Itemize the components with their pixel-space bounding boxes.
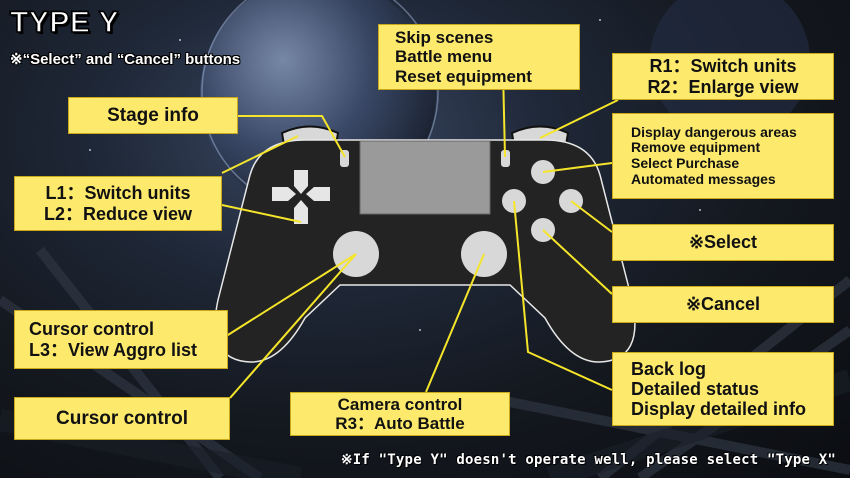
dangerous-areas-text: Display dangerous areas [631, 123, 797, 140]
back-log-text: Back log [631, 358, 707, 379]
l1-l2-label: L1：Switch units L2：Reduce view [14, 176, 222, 231]
select-text: ※Select [688, 232, 758, 253]
dpad [272, 170, 330, 224]
page-subtitle: ※“Select” and “Cancel” buttons [10, 51, 241, 68]
l1-text: L1：Switch units [45, 183, 191, 204]
footnote: ※If "Type Y" doesn't operate well, pleas… [340, 452, 836, 468]
touchpad-label: Skip scenes Battle menu Reset equipment [378, 24, 580, 90]
select-label: ※Select [612, 224, 834, 261]
right-stick-label: Camera control R3：Auto Battle [290, 392, 510, 436]
r1-text: R1：Switch units [649, 56, 797, 77]
skip-scenes-text: Skip scenes [395, 28, 494, 48]
reset-equipment-text: Reset equipment [395, 66, 532, 86]
left-stick-label: Cursor control L3：View Aggro list [14, 310, 228, 369]
l2-text: L2：Reduce view [43, 203, 193, 224]
page-title: TYPE Y [9, 5, 120, 40]
detailed-info-text: Display detailed info [631, 399, 807, 420]
options-button [501, 150, 510, 167]
cancel-text: ※Cancel [685, 294, 761, 315]
share-button [340, 150, 349, 167]
leader-lines [219, 69, 619, 399]
camera-control-text: Camera control [337, 394, 463, 414]
cursor-control-label: Cursor control [14, 397, 230, 440]
r2-text: R2：Enlarge view [647, 76, 799, 97]
select-purchase-text: Select Purchase [631, 155, 740, 171]
cursor-control-text: Cursor control [29, 319, 155, 340]
detailed-status-text: Detailed status [631, 378, 760, 399]
touchpad [359, 140, 491, 215]
stage-info-label: Stage info [68, 97, 238, 134]
l3-text: L3：View Aggro list [29, 339, 198, 360]
stage-info-text: Stage info [107, 104, 199, 126]
cancel-label: ※Cancel [612, 286, 834, 323]
triangle-label: Display dangerous areas Remove equipment… [612, 113, 834, 199]
remove-equipment-text: Remove equipment [631, 139, 761, 156]
square-label: Back log Detailed status Display detaile… [612, 352, 834, 426]
automated-messages-text: Automated messages [631, 170, 776, 187]
battle-menu-text: Battle menu [395, 47, 493, 67]
cursor-control-text-2: Cursor control [56, 407, 188, 429]
r1-r2-label: R1：Switch units R2：Enlarge view [612, 53, 834, 100]
r3-text: R3：Auto Battle [335, 414, 465, 433]
